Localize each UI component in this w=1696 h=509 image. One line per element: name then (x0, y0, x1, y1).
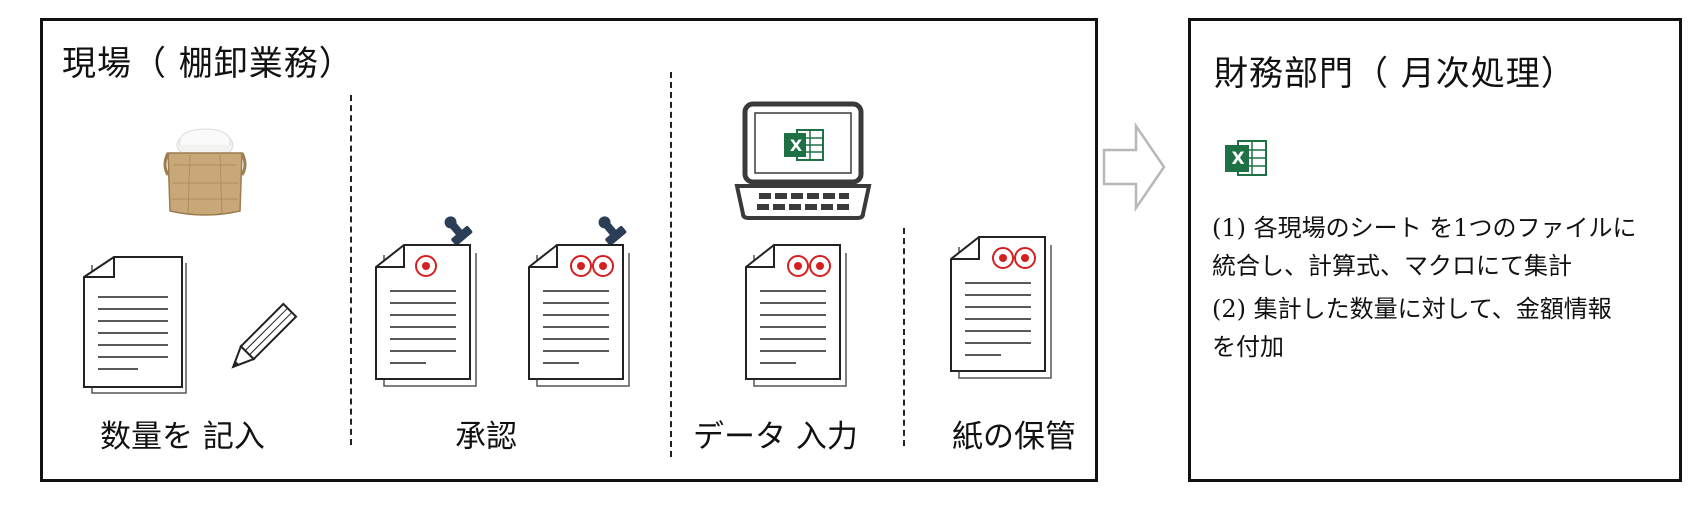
entered-document-icon (745, 244, 847, 387)
field-operations-title: 現場（ 棚卸業務） (62, 44, 354, 84)
step-paper-storage-label: 紙の保管 (952, 419, 1076, 455)
step-data-entry-label: データ 入力 (693, 419, 858, 455)
approved-document-single-stamp (375, 244, 477, 387)
flow-arrow-icon (1102, 121, 1166, 213)
approval-stamp-icon-2 (598, 216, 627, 246)
excel-icon-laptop: X (783, 127, 825, 163)
approval-stamp-icon (444, 216, 473, 246)
pencil-icon (231, 302, 298, 369)
excel-badge-letter: X (789, 136, 803, 155)
excel-icon: X (1224, 138, 1268, 178)
step-approval-label: 承認 (455, 419, 517, 455)
separator-3 (903, 228, 905, 446)
finance-note-line-4: を付加 (1212, 333, 1284, 361)
step-enter-quantity-label: 数量を 記入 (100, 419, 265, 455)
separator-2 (670, 72, 672, 457)
finance-note-line-1: (1) 各現場のシート を1つのファイルに (1212, 214, 1637, 242)
finance-department-title: 財務部門（ 月次処理） (1214, 54, 1576, 94)
finance-note-line-3: (2) 集計した数量に対して、金額情報 (1212, 295, 1612, 323)
finance-note-line-2: 統合し、計算式、マクロにて集計 (1212, 252, 1572, 280)
excel-badge-letter: X (1231, 149, 1245, 169)
finance-department-panel (1188, 18, 1682, 482)
inventory-bag-image (163, 128, 247, 216)
separator-1 (350, 95, 352, 445)
approved-document-double-stamp (528, 244, 630, 387)
count-sheet-icon (83, 256, 187, 394)
stored-paper-document-icon (950, 236, 1052, 379)
